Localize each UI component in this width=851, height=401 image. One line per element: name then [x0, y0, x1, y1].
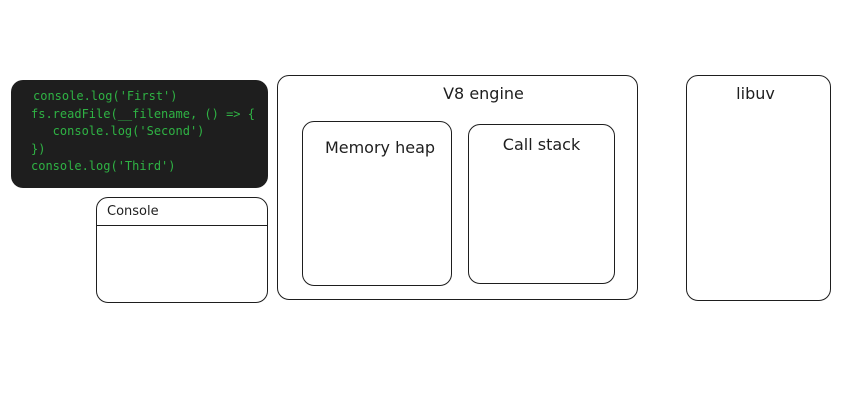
memory-heap-label: Memory heap	[324, 138, 436, 157]
code-line: console.log('First')	[33, 89, 178, 103]
call-stack-label: Call stack	[502, 135, 581, 154]
console-panel: Console	[96, 197, 268, 303]
v8-engine-box: V8 engine Memory heap Call stack	[277, 75, 638, 300]
libuv-box: libuv	[686, 75, 831, 301]
code-line: console.log('Third')	[31, 159, 176, 173]
call-stack-box: Call stack	[468, 124, 615, 284]
code-line: })	[31, 141, 46, 156]
code-snippet: console.log('First') fs.readFile(__filen…	[11, 80, 268, 188]
v8-engine-label: V8 engine	[443, 84, 524, 103]
console-label: Console	[97, 198, 267, 226]
memory-heap-box: Memory heap	[302, 121, 452, 286]
libuv-label: libuv	[736, 84, 775, 103]
code-line: fs.readFile(__filename, () => {	[31, 106, 255, 121]
code-line: console.log('Second')	[31, 124, 205, 138]
